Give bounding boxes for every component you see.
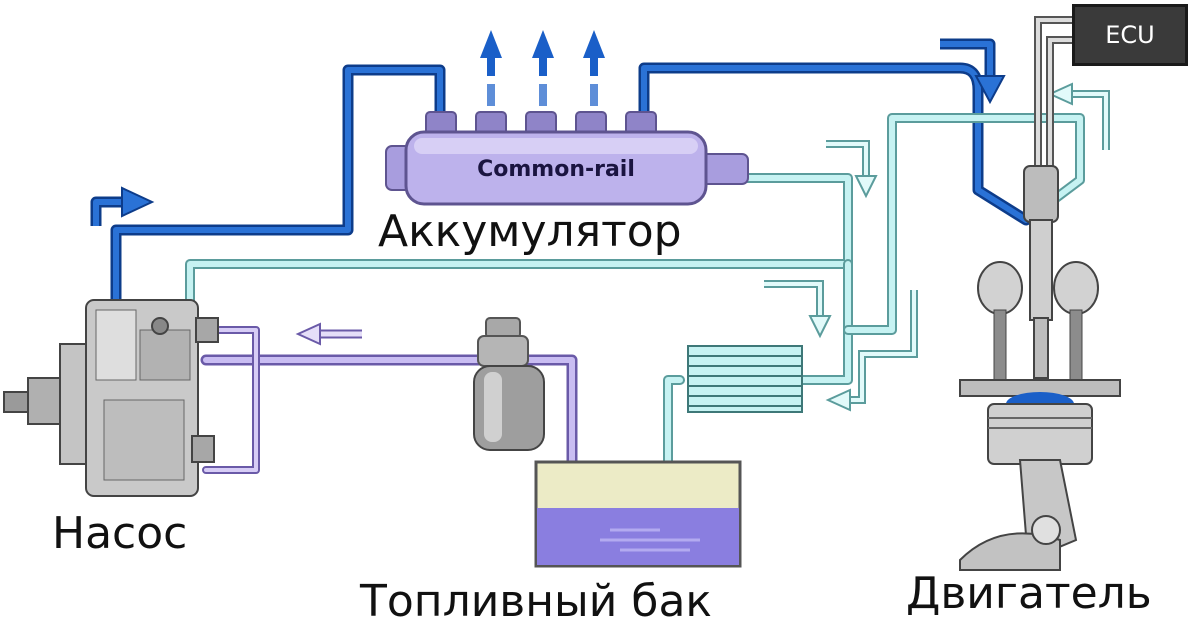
engine-label: Двигатель <box>906 568 1152 619</box>
feed-flow-arrow <box>295 322 362 346</box>
high-pressure-lines <box>110 62 1032 356</box>
fuel-tank <box>534 460 742 568</box>
rail-label: Common-rail <box>477 157 635 182</box>
return-flow-arrows <box>764 82 1110 412</box>
engine <box>959 16 1121 571</box>
pump-outlet-arrow <box>90 186 155 226</box>
fuel-filter <box>473 317 545 451</box>
pump-label: Насос <box>52 508 188 559</box>
high-pressure-pump <box>3 299 219 497</box>
injection-arrows <box>480 30 605 106</box>
fuel-cooler <box>687 345 803 413</box>
injector-arrow <box>940 38 1006 105</box>
common-rail: Common-rail <box>385 111 749 206</box>
accumulator-label: Аккумулятор <box>378 206 682 257</box>
fuel-tank-label: Топливный бак <box>360 576 712 627</box>
ecu-box: ECU <box>1072 4 1188 66</box>
ecu-label: ECU <box>1105 21 1155 49</box>
